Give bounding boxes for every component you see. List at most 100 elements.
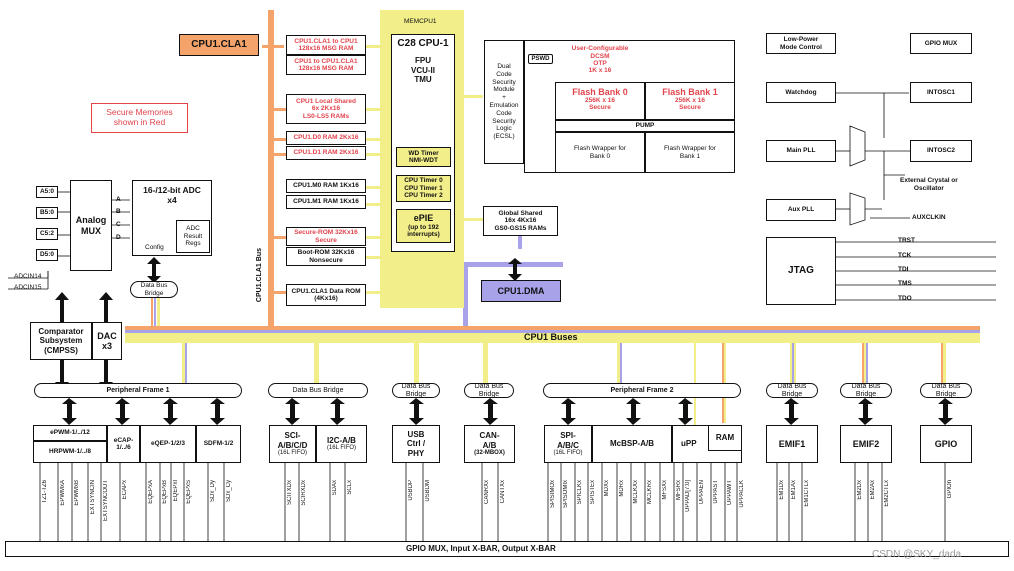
gpio-mux-top: GPIO MUX [910,33,972,54]
adc-port-d: D [116,234,121,241]
signal-scitxdx: SCITXDx [287,480,293,506]
signal-em1ax: EM1Ax [791,480,797,500]
adc-config: Config [145,244,164,251]
data-bus-bridge-usb: Data Bus Bridge [392,383,440,398]
bank0-sub: 256K x 16 Secure [585,97,615,111]
signal-usbdm: USBDM [425,480,431,502]
signal-scirxdx: SCIRXDx [301,480,307,506]
bank0-title: Flash Bank 0 [572,87,628,97]
cla1-data-rom: CPU1.CLA1 Data ROM (4Kx16) [286,284,366,306]
signal-em2ax: EM2Ax [870,480,876,500]
signal-mfsrx: MFSRx [676,480,682,500]
cpu1-bus-top [125,326,980,330]
signal-extsyncin: EXTSYNCIN [90,480,96,515]
secure-rom: Secure-ROM 32Kx16 Secure [286,227,366,246]
eqep: eQEP-1/2/3 [140,425,196,463]
analog-input-a: A5:0 [36,186,58,198]
signal-eqepxb: EQEPxB [162,480,168,504]
signal-eqepxa: EQEPxA [148,480,154,504]
boot-rom: Boot-ROM 32Kx16 Nonsecure [286,247,366,266]
auxclkin-label: AUXCLKIN [912,214,946,221]
intosc2: INTOSC2 [910,140,972,162]
sci-title: SCI- A/B/C/D [277,431,308,450]
signal-eqepxi: EQEPxI [173,480,179,502]
epwm: ePWM-1/../12 [33,425,107,441]
epie-title: ePIE [413,213,434,224]
i2c-sub: (16L FIFO) [326,445,357,452]
adc-title: 16-/12-bit ADC x4 [143,185,201,206]
signal-sdx-dy: SDx_Dy [210,480,216,503]
wd-timer: WD Timer NMI-WDT [396,147,451,167]
adcin14-label: ADCIN14 [14,273,42,280]
signal-mclkxx: MCLKXx [633,480,639,504]
adc-data-bus-bridge: Data Bus Bridge [130,281,178,298]
m1-ram: CPU1.M1 RAM 1Kx16 [286,195,366,209]
analog-input-c: C5:2 [36,228,58,240]
sdfm: SDFM-1/2 [196,425,241,463]
aux-pll-mux [849,192,866,226]
signal-spistex: SPISTEx [590,480,596,505]
cpu1-bus-mid [125,330,980,333]
signal-spisimox: SPISIMOx [550,480,556,509]
adc-block: 16-/12-bit ADC x4 [132,180,212,256]
cpu-title: C28 CPU-1 [397,38,449,49]
gpio-mux-bar: GPIO MUX, Input X-BAR, Output X-BAR [5,541,1009,557]
jtag-tms: TMS [898,280,912,287]
jtag-trst: TRST [898,237,915,244]
bank1-sub: 256K x 16 Secure [675,97,705,111]
signal-epwmxa: EPWMxA [60,480,66,506]
emif1: EMIF1 [766,425,818,463]
d0-ram: CPU1.D0 RAM 2Kx16 [286,131,366,145]
jtag-tck: TCK [898,252,912,259]
hrpwm: HRPWM-1/../8 [33,441,107,463]
flash-wrapper-0: Flash Wrapper for Bank 0 [555,132,645,173]
usb: USB Ctrl / PHY [392,425,440,463]
cla1-bus-label: CPU1.CLA1 Bus [256,248,263,303]
gpio: GPIO [920,425,972,463]
comparator-subsystem: Comparator Subsystem (CMPSS) [30,322,92,360]
cla1-msg-ram-1: CPU1.CLA1 to CPU1 128x16 MSG RAM [286,35,366,55]
spi: SPI- A/B/C (16L FIFO) [544,425,592,463]
low-power-mode: Low-Power Mode Control [766,33,836,54]
secure-legend: Secure Memories shown in Red [91,103,188,133]
adcin15-label: ADCIN15 [14,284,42,291]
signal-tz1-tz6: TZ1-TZ6 [42,480,48,504]
analog-input-b: B5:0 [36,207,58,219]
ls-ram: CPU1 Local Shared 6x 2Kx16 LS0-LS5 RAMs [286,94,366,124]
sci-sub: (16L FIFO) [277,449,308,456]
flash-wrapper-1: Flash Wrapper for Bank 1 [645,132,735,173]
signal-sdax: SDAx [332,480,338,496]
bank1-title: Flash Bank 1 [662,87,718,97]
dcsm-block: Dual Code Security Module + Emulation Co… [484,40,524,164]
global-shared-ram: Global Shared 16x 4Kx16 GS0-GS15 RAMs [483,206,558,236]
analog-inputs: A5:0 B5:0 C5:2 D5:0 [36,186,58,261]
jtag-tdi: TDI [898,266,909,273]
signal-uppawt: UPPAWT [727,480,733,505]
jtag-tdo: TDO [898,295,912,302]
pswd-tag: PSWD [528,54,553,64]
cpu1-dma: CPU1.DMA [481,280,561,302]
jtag: JTAG [766,237,836,305]
signal-mdxx: MDXx [604,480,610,497]
data-bus-bridge-can: Data Bus Bridge [464,383,514,398]
dac: DAC x3 [92,322,122,360]
cpu-sub: FPU VCU-II TMU [411,56,435,85]
emif2: EMIF2 [840,425,892,463]
memcpu-label: MEMCPU1 [404,18,437,25]
can-sub: (32-MBOX) [474,449,505,456]
data-bus-bridge-sci-i2c: Data Bus Bridge [268,383,368,398]
signal-uppast: UPPAST [713,480,719,504]
signal-em1ctlx: EM1CTLx [804,480,810,507]
mcbsp: McBSP-A/B [592,425,672,463]
signal-canrxx: CANRXx [484,480,490,505]
epie: ePIE (up to 192 interrupts) [396,209,451,243]
epie-sub: (up to 192 interrupts) [407,223,440,239]
signal-mfsxx: MFSXx [662,480,668,500]
signal-cantxx: CANTXx [500,480,506,504]
signal-sdx-cy: SDx_Cy [226,480,232,503]
i2c: I2C-A/B (16L FIFO) [316,425,367,463]
spi-title: SPI- A/B/C [557,431,579,450]
signal-mdrx: MDRx [619,480,625,497]
cpu1-bus-bot [125,333,980,343]
m0-ram: CPU1.M0 RAM 1Kx16 [286,179,366,193]
